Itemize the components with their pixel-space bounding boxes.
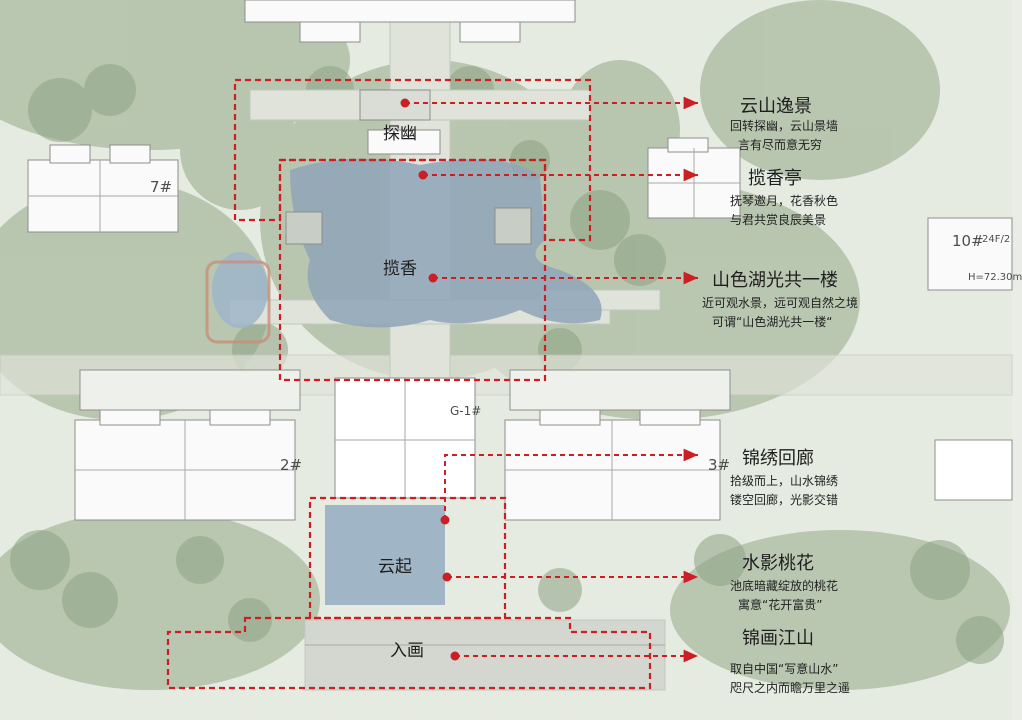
- zone-lanxiang-outline: [278, 158, 547, 382]
- callout-desc-4b: 镂空回廊，光影交错: [730, 493, 839, 507]
- callout-desc-3b: 可谓“山色湖光共一楼“: [712, 315, 833, 329]
- leader-4: [444, 448, 698, 520]
- zone-label-ruhua: 入画: [390, 641, 424, 661]
- building-label-g1: G-1#: [450, 404, 482, 418]
- callout-desc-6b: 咫尺之内而瞻万里之遥: [730, 681, 851, 695]
- building-details: [28, 148, 740, 646]
- callout-title-2: 揽香亭: [748, 168, 802, 189]
- building-label-3: 3#: [708, 456, 731, 474]
- callout-desc-2a: 抚琴邀月，花香秋色: [730, 194, 839, 208]
- leader-lines: [405, 96, 698, 663]
- callout-desc-3a: 近可观水景，远可观自然之境: [702, 296, 859, 310]
- callout-desc-5b: 寓意“花开富贵”: [738, 598, 823, 612]
- callout-desc-1a: 回转探幽，云山景墙: [730, 119, 839, 133]
- building-label-7: 7#: [150, 178, 173, 196]
- building-height-10: H=72.30m: [968, 272, 1022, 283]
- zone-outlines: [166, 78, 652, 690]
- zone-label-lanxiang: 揽香: [383, 259, 417, 279]
- zone-label-yunqi: 云起: [378, 557, 412, 577]
- water-feature: [212, 158, 602, 605]
- building-label-2: 2#: [280, 456, 303, 474]
- callout-title-3: 山色湖光共一楼: [712, 270, 838, 291]
- callout-title-6: 锦画江山: [742, 628, 814, 649]
- leader-dots: [400, 98, 460, 661]
- zone-ruhua-outline: [166, 616, 652, 690]
- building-floors-10: 24F/2: [982, 234, 1011, 245]
- callout-title-1: 云山逸景: [740, 96, 812, 117]
- callout-desc-2b: 与君共赏良辰美景: [730, 213, 827, 227]
- callout-desc-4a: 拾级而上，山水锦绣: [730, 474, 839, 488]
- callout-title-5: 水影桃花: [742, 553, 814, 574]
- callout-title-4: 锦绣回廊: [742, 448, 814, 469]
- callout-desc-1b: 言有尽而意无穷: [738, 138, 823, 152]
- zone-label-tanyou: 探幽: [383, 124, 417, 144]
- callout-desc-6a: 取自中国“写意山水”: [730, 662, 839, 676]
- building-label-10: 10#: [952, 232, 984, 250]
- callout-desc-5a: 池底暗藏绽放的桃花: [730, 579, 839, 593]
